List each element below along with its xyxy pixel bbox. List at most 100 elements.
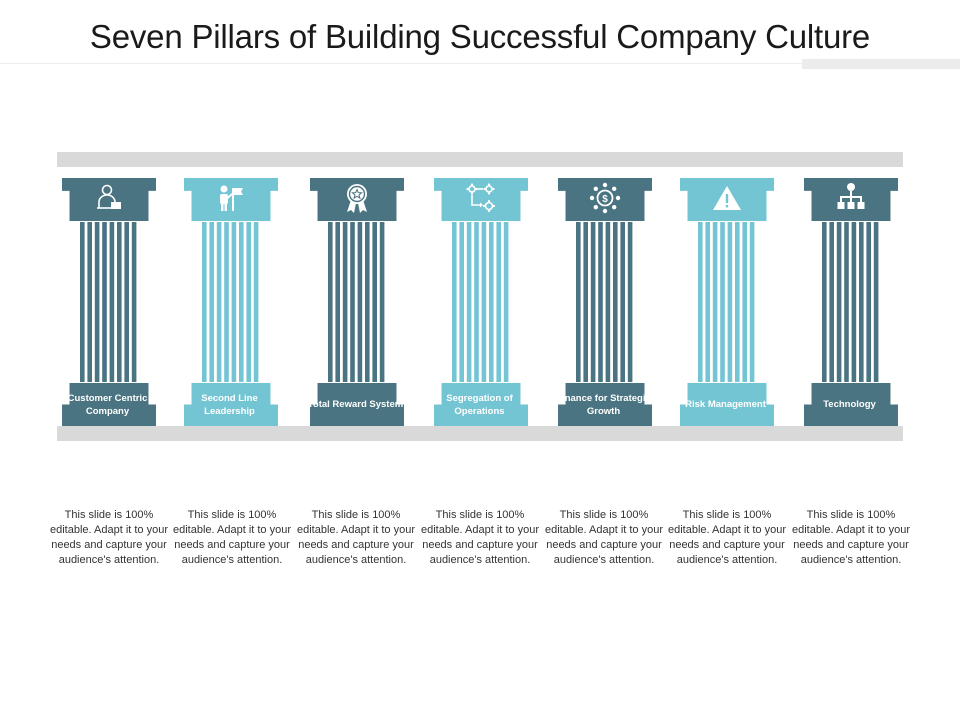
- pillar-capital: [434, 178, 528, 221]
- pillar-flute: [749, 222, 755, 382]
- pillar-flute: [620, 222, 625, 382]
- pillar-flute: [836, 222, 842, 382]
- pillar-description: This slide is 100% editable. Adapt it to…: [667, 509, 787, 566]
- pillar-base: Second Line Leadership: [184, 383, 278, 426]
- pillar-technology: Technology: [804, 178, 898, 426]
- pillar-flute: [844, 222, 849, 382]
- pillar-capital: [184, 178, 278, 221]
- pillar-flute: [481, 222, 487, 382]
- pillar-flute: [253, 222, 259, 382]
- leader-flag-icon: [220, 185, 243, 211]
- top-beam: [57, 152, 903, 167]
- customer-icon: [97, 184, 121, 209]
- pillar-flute: [866, 222, 871, 382]
- header-tab: [802, 59, 960, 69]
- pillar-flute: [712, 222, 718, 382]
- pillar-flute: [94, 222, 100, 382]
- pillar-flute: [209, 222, 214, 382]
- pillar-flute: [489, 222, 494, 382]
- pillar-shaft: [202, 222, 259, 382]
- pillar-shaft: [328, 222, 385, 382]
- pillar-label: Customer Centric Company: [67, 392, 148, 417]
- pillar-label: Technology: [823, 399, 876, 410]
- pillar-flute: [496, 222, 501, 382]
- pillar-base: Finance for Strategic Growth: [558, 383, 652, 426]
- pillar-flute: [605, 222, 611, 382]
- pillar-flute: [335, 222, 340, 382]
- pillar-base: Total Reward System: [310, 383, 404, 426]
- pillar-flute: [357, 222, 363, 382]
- pillar-flute: [224, 222, 229, 382]
- pillar-flute: [822, 222, 827, 382]
- pillar-flute: [851, 222, 857, 382]
- pillar-flute: [452, 222, 457, 382]
- pillar-shaft: [452, 222, 509, 382]
- pillar-flute: [102, 222, 107, 382]
- pillar-flute: [873, 222, 879, 382]
- pillar-risk-management: Risk Management: [680, 178, 774, 426]
- org-chart-icon: [837, 183, 865, 209]
- pillar-flute: [583, 222, 588, 382]
- pillar-shaft: [698, 222, 755, 382]
- pillar-finance-for-strategic-growth: $ Finance for Strategic Growth: [558, 178, 652, 426]
- pillar-description: This slide is 100% editable. Adapt it to…: [172, 509, 292, 566]
- pillar-flute: [735, 222, 740, 382]
- pillar-flute: [350, 222, 355, 382]
- pillar-flute: [379, 222, 385, 382]
- pillar-segregation-of-operations: Segregation of Operations: [434, 178, 528, 426]
- pillar-flute: [613, 222, 618, 382]
- pillar-base: Customer Centric Company: [62, 383, 156, 426]
- pillar-flute: [80, 222, 85, 382]
- pillar-flute: [720, 222, 725, 382]
- pillar-flute: [124, 222, 129, 382]
- pillar-flute: [698, 222, 703, 382]
- pillar-base: Segregation of Operations: [434, 383, 528, 426]
- pillar-second-line-leadership: Second Line Leadership: [184, 178, 278, 426]
- pillar-label: Total Reward System: [307, 399, 404, 410]
- pillar-description: This slide is 100% editable. Adapt it to…: [49, 509, 169, 566]
- pillar-flute: [131, 222, 137, 382]
- header-divider: [0, 63, 960, 64]
- pillar-flute: [365, 222, 370, 382]
- warning-icon: [713, 186, 741, 210]
- pillar-flute: [590, 222, 596, 382]
- pillar-flute: [117, 222, 122, 382]
- pillar-flute: [202, 222, 207, 382]
- pillar-description: This slide is 100% editable. Adapt it to…: [420, 509, 540, 566]
- pillar-flute: [503, 222, 509, 382]
- bottom-beam: [57, 426, 903, 441]
- pillar-flute: [216, 222, 222, 382]
- pillar-flute: [342, 222, 348, 382]
- pillar-flute: [742, 222, 747, 382]
- slide-title: Seven Pillars of Building Successful Com…: [89, 18, 871, 55]
- dollar-network-icon: $: [589, 182, 621, 214]
- pillar-flute: [459, 222, 464, 382]
- pillar-flute: [246, 222, 251, 382]
- pillar-flute: [109, 222, 115, 382]
- pillar-shaft: [822, 222, 879, 382]
- pillar-flute: [727, 222, 733, 382]
- pillar-base: Risk Management: [680, 383, 774, 426]
- gears-icon: [466, 183, 496, 213]
- svg-text:$: $: [602, 194, 608, 205]
- pillar-flute: [474, 222, 479, 382]
- pillar-label: Second Line Leadership: [201, 392, 258, 417]
- pillar-flute: [231, 222, 237, 382]
- pillar-label: Segregation of Operations: [446, 392, 513, 417]
- pillar-flute: [627, 222, 633, 382]
- pillar-flute: [239, 222, 244, 382]
- pillar-flute: [466, 222, 472, 382]
- pillar-shaft: [80, 222, 137, 382]
- pillar-flute: [87, 222, 92, 382]
- pillar-flute: [859, 222, 864, 382]
- pillar-flute: [576, 222, 581, 382]
- pillar-label: Finance for Strategic Growth: [556, 392, 651, 417]
- pillar-flute: [328, 222, 333, 382]
- pillar-description: This slide is 100% editable. Adapt it to…: [296, 509, 416, 566]
- pillar-flute: [829, 222, 834, 382]
- pillar-flute: [598, 222, 603, 382]
- pillar-total-reward-system: Total Reward System: [310, 178, 404, 426]
- pillar-flute: [372, 222, 377, 382]
- pillar-description: This slide is 100% editable. Adapt it to…: [544, 509, 664, 566]
- award-badge-icon: [347, 184, 367, 213]
